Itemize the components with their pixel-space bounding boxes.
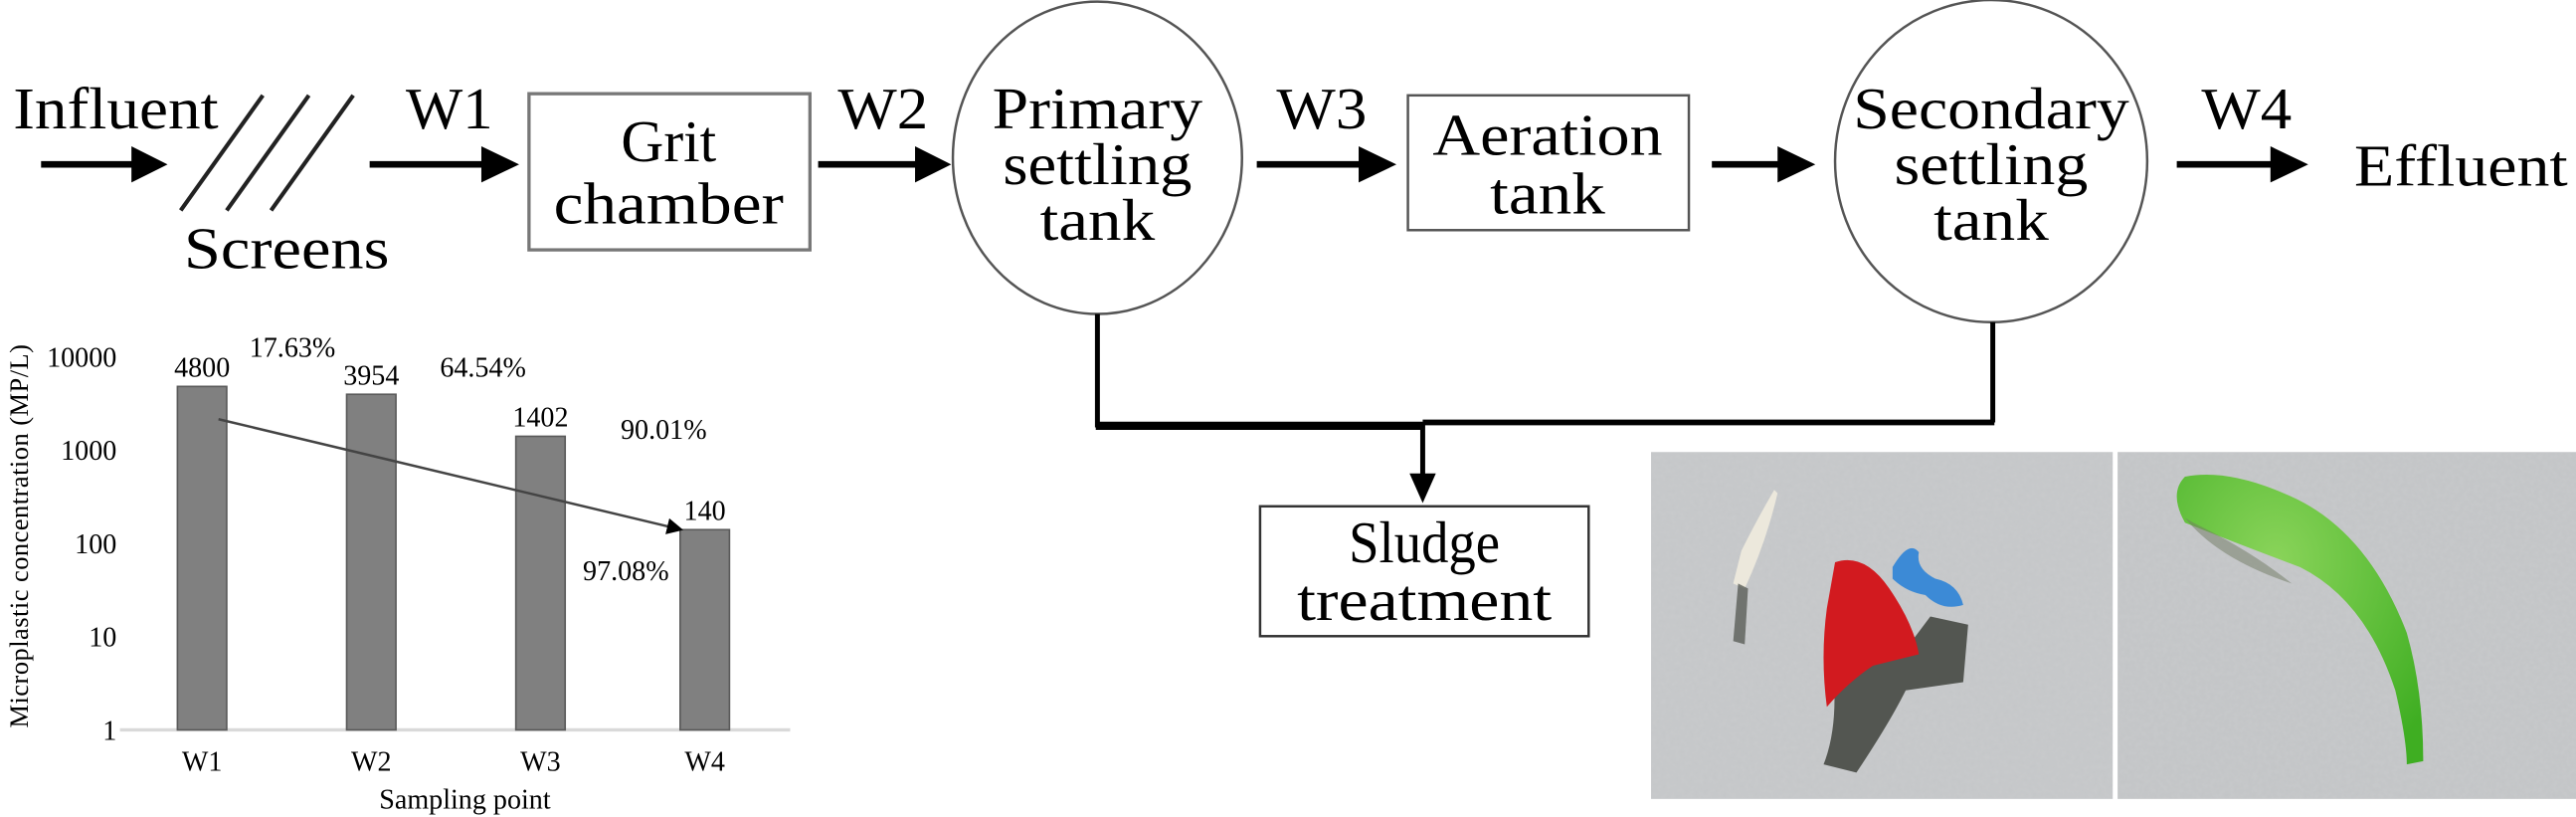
sludge-treatment-line-2: treatment: [1297, 567, 1553, 633]
arrow-w2-icon: [818, 146, 952, 183]
secondary-tank-line-3: tank: [1933, 187, 2049, 253]
x-tick-label: W3: [520, 747, 561, 778]
y-tick-label: 100: [75, 529, 116, 560]
y-tick-label: 1000: [61, 436, 116, 467]
arrow-w1-icon: [369, 146, 519, 183]
arrow-w4-icon: [2176, 146, 2308, 183]
y-tick-label: 10000: [47, 342, 116, 373]
removal-rate-label: 17.63%: [250, 332, 336, 363]
x-tick-label: W2: [351, 747, 392, 778]
aeration-tank-line-1: Aeration: [1432, 102, 1662, 167]
primary-tank-line-2: settling: [1003, 131, 1192, 197]
arrow-down-icon: [1409, 473, 1436, 504]
effluent-label: Effluent: [2354, 133, 2568, 199]
arrow-aeration-icon: [1712, 146, 1816, 183]
w3-label: W3: [1276, 76, 1367, 141]
primary-settling-tank: Primary settling tank: [951, 0, 1243, 315]
y-tick-label: 10: [89, 623, 116, 654]
bar-value-label: 3954: [343, 360, 399, 391]
bar-value-label: 140: [684, 496, 726, 526]
green-fiber: [2176, 474, 2424, 765]
bars: 4800 3954 1402 140: [174, 352, 731, 731]
white-fragment: [1733, 490, 1778, 589]
sludge-treatment-line-1: Sludge: [1349, 510, 1500, 575]
red-fragment: [1823, 559, 1920, 708]
screens-icon: [179, 94, 355, 212]
removal-rate-labels: 17.63% 64.54% 90.01% 97.08%: [250, 332, 707, 587]
x-axis-label: Sampling point: [379, 785, 551, 816]
grit-chamber-line-1: Grit: [621, 108, 716, 174]
secondary-tank-line-1: Secondary: [1853, 76, 2129, 141]
y-ticks: 1 10 100 1000 10000: [47, 342, 116, 746]
primary-tank-line-1: Primary: [993, 76, 1203, 141]
bar-value-label: 4800: [174, 352, 230, 383]
bar-w4: [679, 528, 731, 731]
secondary-settling-tank: Secondary settling tank: [1833, 0, 2149, 323]
removal-rate-label: 97.08%: [583, 556, 669, 587]
x-tick-label: W4: [684, 747, 725, 778]
microplastic-photo-left: [1651, 452, 2114, 799]
w1-label: W1: [406, 76, 493, 141]
bar-w1: [176, 385, 228, 731]
trend-arrow-icon: [218, 418, 684, 534]
y-axis-label: Microplastic concentration (MP/L): [4, 344, 34, 728]
primary-tank-line-3: tank: [1040, 187, 1156, 253]
screens-label: Screens: [184, 215, 389, 281]
removal-rate-label: 90.01%: [621, 415, 707, 446]
y-tick-label: 1: [102, 715, 116, 746]
bar-w2: [345, 393, 397, 731]
w4-label: W4: [2201, 76, 2292, 141]
w2-label: W2: [837, 76, 928, 141]
bar-value-label: 1402: [512, 403, 568, 434]
secondary-tank-line-2: settling: [1895, 131, 2089, 197]
x-tick-label: W1: [182, 747, 223, 778]
sludge-treatment-box: Sludge treatment: [1258, 505, 1590, 638]
bar-chart: Microplastic concentration (MP/L) 1 10 100…: [4, 332, 791, 816]
x-ticks: W1 W2 W3 W4: [182, 747, 725, 778]
aeration-tank-box: Aeration tank: [1406, 94, 1691, 232]
sludge-pipes: [1094, 313, 1996, 504]
grit-chamber-line-2: chamber: [554, 171, 784, 237]
aeration-tank-line-2: tank: [1490, 161, 1605, 227]
arrow-influent-icon: [41, 146, 168, 183]
microplastic-photo-right: [2117, 452, 2576, 799]
flow-diagram: Influent Screens W1 Grit chamber W2: [13, 0, 2568, 638]
influent-label: Influent: [13, 76, 219, 141]
blue-fragment: [1892, 547, 1963, 607]
arrow-w3-icon: [1256, 146, 1397, 183]
bar-w3: [514, 435, 567, 731]
removal-rate-label: 64.54%: [440, 352, 526, 383]
grit-chamber-box: Grit chamber: [527, 92, 812, 252]
